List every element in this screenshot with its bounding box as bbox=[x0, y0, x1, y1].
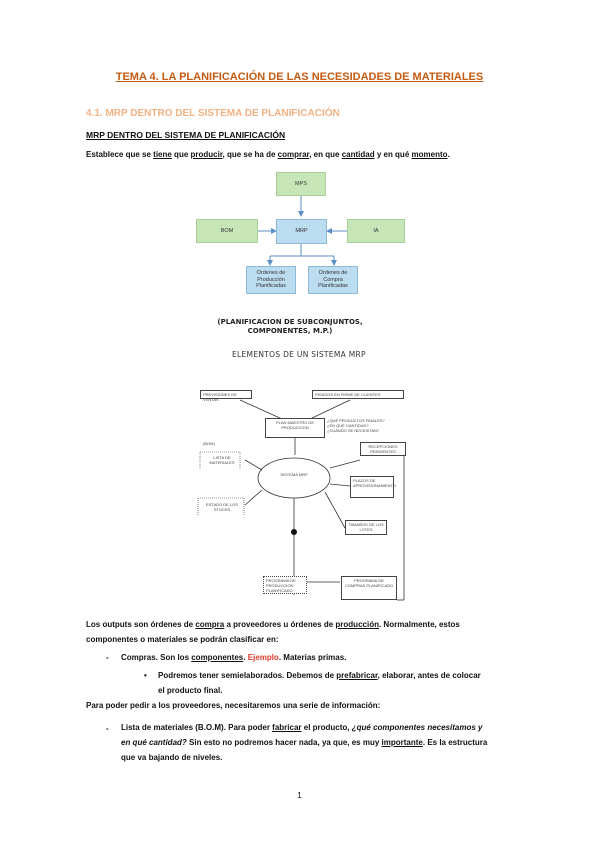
master-plan-box: PLAN MAESTRO DE PRODUCCION bbox=[265, 418, 325, 438]
mps-box: MPS bbox=[276, 172, 326, 196]
information-paragraph: Para poder pedir a los proveedores, nece… bbox=[86, 701, 381, 710]
stock-status-label: ESTADO DE LOS STOCKS bbox=[206, 502, 238, 512]
bom-box: BOM bbox=[196, 219, 258, 243]
bom-item: Lista de materiales (B.O.M). Para poder … bbox=[121, 723, 488, 762]
mrp-box: MRP bbox=[276, 219, 327, 244]
purchase-orders-box: Ordenes de Compra Planificadas bbox=[308, 266, 358, 294]
semi-finished-item: Podremos tener semielaborados. Debemos d… bbox=[158, 671, 481, 695]
outputs-paragraph: Los outputs son órdenes de compra a prov… bbox=[86, 620, 460, 644]
purchase-program-box: PROGRAMA DE COMPRAS PLANIFICADO bbox=[341, 576, 397, 600]
purchases-item: Compras. Son los componentes. Ejemplo. M… bbox=[121, 653, 347, 662]
page-title: TEMA 4. LA PLANIFICACIÓN DE LAS NECESIDA… bbox=[115, 71, 484, 83]
forecast-box: PREVISIONES DE VENTAS bbox=[200, 390, 252, 402]
questions-text: ¿QUÉ PRODUCTOS FINALES? ¿EN QUÉ CANTIDAD… bbox=[327, 418, 385, 433]
sub-heading: MRP DENTRO DEL SISTEMA DE PLANIFICACIÓN bbox=[86, 130, 286, 140]
bullet-dash-2: - bbox=[106, 724, 109, 733]
production-program-box: PROGRAMA DE PRODUCCION PLANIFICADO bbox=[263, 576, 307, 594]
diagram-title: ELEMENTOS DE UN SISTEMA MRP bbox=[232, 350, 366, 359]
intro-paragraph: Establece que se tiene que producir, que… bbox=[86, 150, 450, 159]
production-orders-box: Ordenes de Producción Planificadas bbox=[246, 266, 296, 294]
page-number: 1 bbox=[297, 791, 302, 800]
firm-orders-box: PEDIDOS EN FIRME DE CLIENTES bbox=[312, 390, 404, 399]
ia-box: IA bbox=[347, 219, 405, 243]
section-heading: 4.1. MRP DENTRO DEL SISTEMA DE PLANIFICA… bbox=[86, 108, 340, 119]
bom-label: (BOM) bbox=[203, 441, 215, 446]
bullet-dot: • bbox=[144, 671, 147, 680]
diagram-caption: (PLANIFICACION DE SUBCONJUNTOS, COMPONEN… bbox=[217, 318, 363, 335]
bullet-dash: - bbox=[106, 653, 109, 662]
materials-list-label: LISTA DE MATERIALES bbox=[209, 455, 235, 465]
mrp-system-center: SISTEMA MRP bbox=[280, 472, 308, 477]
lot-sizes-box: TAMAÑOS DE LOS LOTES bbox=[345, 520, 387, 535]
lead-times-box: PLAZOS DE APROVISIONAMIENTO bbox=[350, 476, 396, 498]
pending-receipts-box: RECEPCIONES PENDIENTES bbox=[360, 442, 406, 456]
